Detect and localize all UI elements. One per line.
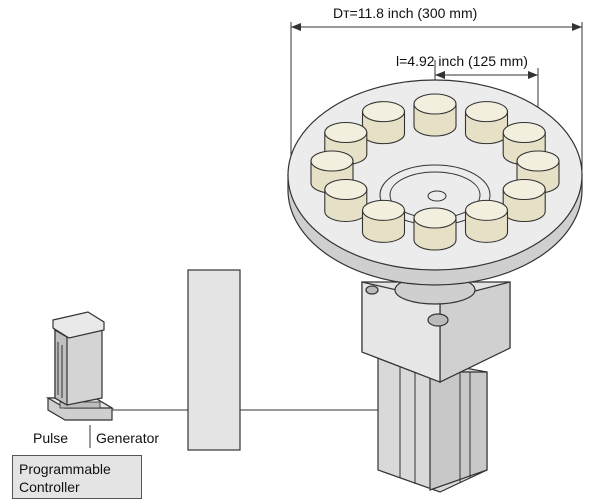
pulse-label: Pulse xyxy=(33,430,69,446)
load-cylinder xyxy=(413,207,457,251)
pulse-generator-icon xyxy=(45,311,115,448)
diameter-label: Dт=11.8 inch (300 mm) xyxy=(333,5,478,21)
load-cylinders xyxy=(310,93,560,251)
programmable-controller-box: Programmable Controller xyxy=(12,455,142,499)
radius-label: l=4.92 inch (125 mm) xyxy=(396,53,528,69)
driver-box-icon xyxy=(187,269,241,451)
generator-label: Generator xyxy=(96,430,160,446)
load-cylinder xyxy=(464,101,509,145)
load-cylinder xyxy=(361,101,406,145)
diameter-dimension xyxy=(290,22,583,170)
load-cylinder xyxy=(413,93,457,137)
load-cylinder xyxy=(324,178,368,223)
load-cylinder xyxy=(464,199,509,243)
load-cylinder xyxy=(502,178,546,223)
stepping-motor-icon xyxy=(361,275,511,493)
load-cylinder xyxy=(361,199,406,243)
programmable-controller-label: Programmable Controller xyxy=(19,461,111,495)
